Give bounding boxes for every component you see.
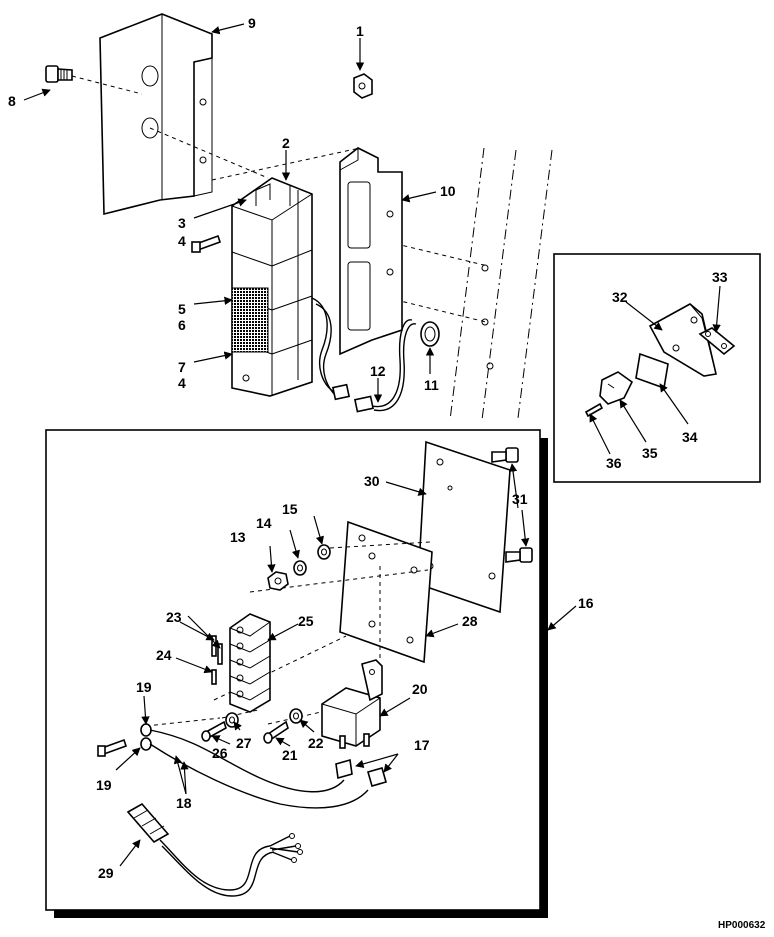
washer-part-14 <box>293 560 307 576</box>
callout-9: 9 <box>248 15 256 31</box>
callout-labels: 1 2 3 4 5 6 7 4 8 9 10 11 12 13 14 15 16… <box>8 15 728 881</box>
callout-28: 28 <box>462 613 478 629</box>
callout-1: 1 <box>356 23 364 39</box>
callout-33: 33 <box>712 269 728 285</box>
callout-4-lower: 4 <box>178 375 186 391</box>
callout-36: 36 <box>606 455 622 471</box>
washer-part-22 <box>289 708 303 724</box>
relay-part-20 <box>321 659 383 749</box>
mounting-plate-part-28 <box>339 520 433 664</box>
leader-lines <box>23 23 721 867</box>
callout-30: 30 <box>364 473 380 489</box>
callout-2: 2 <box>282 135 290 151</box>
callout-29: 29 <box>98 865 114 881</box>
alarm-housing-part-2 <box>231 177 313 397</box>
screw-part-21 <box>263 720 289 744</box>
callout-22: 22 <box>308 735 324 751</box>
callout-24: 24 <box>156 647 172 663</box>
grommet-part-11 <box>420 321 440 347</box>
callout-17: 17 <box>414 737 430 753</box>
callout-15: 15 <box>282 501 298 517</box>
callout-34: 34 <box>682 429 698 445</box>
callout-10: 10 <box>440 183 456 199</box>
clip-nut-part-1 <box>353 73 373 99</box>
callout-26: 26 <box>212 745 228 761</box>
callout-16: 16 <box>578 595 594 611</box>
screw-part-26 <box>201 720 227 742</box>
callout-18: 18 <box>176 795 192 811</box>
callout-20: 20 <box>412 681 428 697</box>
callout-21: 21 <box>282 747 298 763</box>
callout-11: 11 <box>424 377 439 393</box>
callout-27: 27 <box>236 735 252 751</box>
inset-box-switch <box>553 253 761 483</box>
alarm-wire-harness <box>311 297 417 413</box>
nut-part-13 <box>267 571 289 591</box>
callout-7: 7 <box>178 359 186 375</box>
washer-part-15 <box>317 544 331 560</box>
mounting-plate-part-10 <box>339 147 403 356</box>
callout-19-bottom: 19 <box>96 777 112 793</box>
callout-3: 3 <box>178 215 186 231</box>
wire-harness-part-29 <box>126 802 303 897</box>
bolts-part-31 <box>491 447 533 563</box>
figure-id: HP000632 <box>718 920 766 931</box>
screw-part-4 <box>191 234 222 253</box>
callout-31: 31 <box>512 491 528 507</box>
callout-19-top: 19 <box>136 679 152 695</box>
pin-part-24 <box>211 669 217 685</box>
mounting-reference-lines <box>449 147 553 421</box>
callout-25: 25 <box>298 613 314 629</box>
terminal-block-part-25 <box>229 613 271 713</box>
connectors-part-17 <box>335 758 387 787</box>
callout-23: 23 <box>166 609 182 625</box>
callout-32: 32 <box>612 289 628 305</box>
callout-14: 14 <box>256 515 272 531</box>
bracket-part-9 <box>99 13 213 216</box>
callout-6: 6 <box>178 317 186 333</box>
bolt-part-8 <box>45 65 73 83</box>
callout-4: 4 <box>178 233 186 249</box>
callout-5: 5 <box>178 301 186 317</box>
ring-terminals-part-19 <box>97 723 152 757</box>
mounting-plate-part-30 <box>417 440 511 614</box>
callout-8: 8 <box>8 93 16 109</box>
callout-35: 35 <box>642 445 658 461</box>
callout-12: 12 <box>370 363 386 379</box>
callout-13: 13 <box>230 529 246 545</box>
